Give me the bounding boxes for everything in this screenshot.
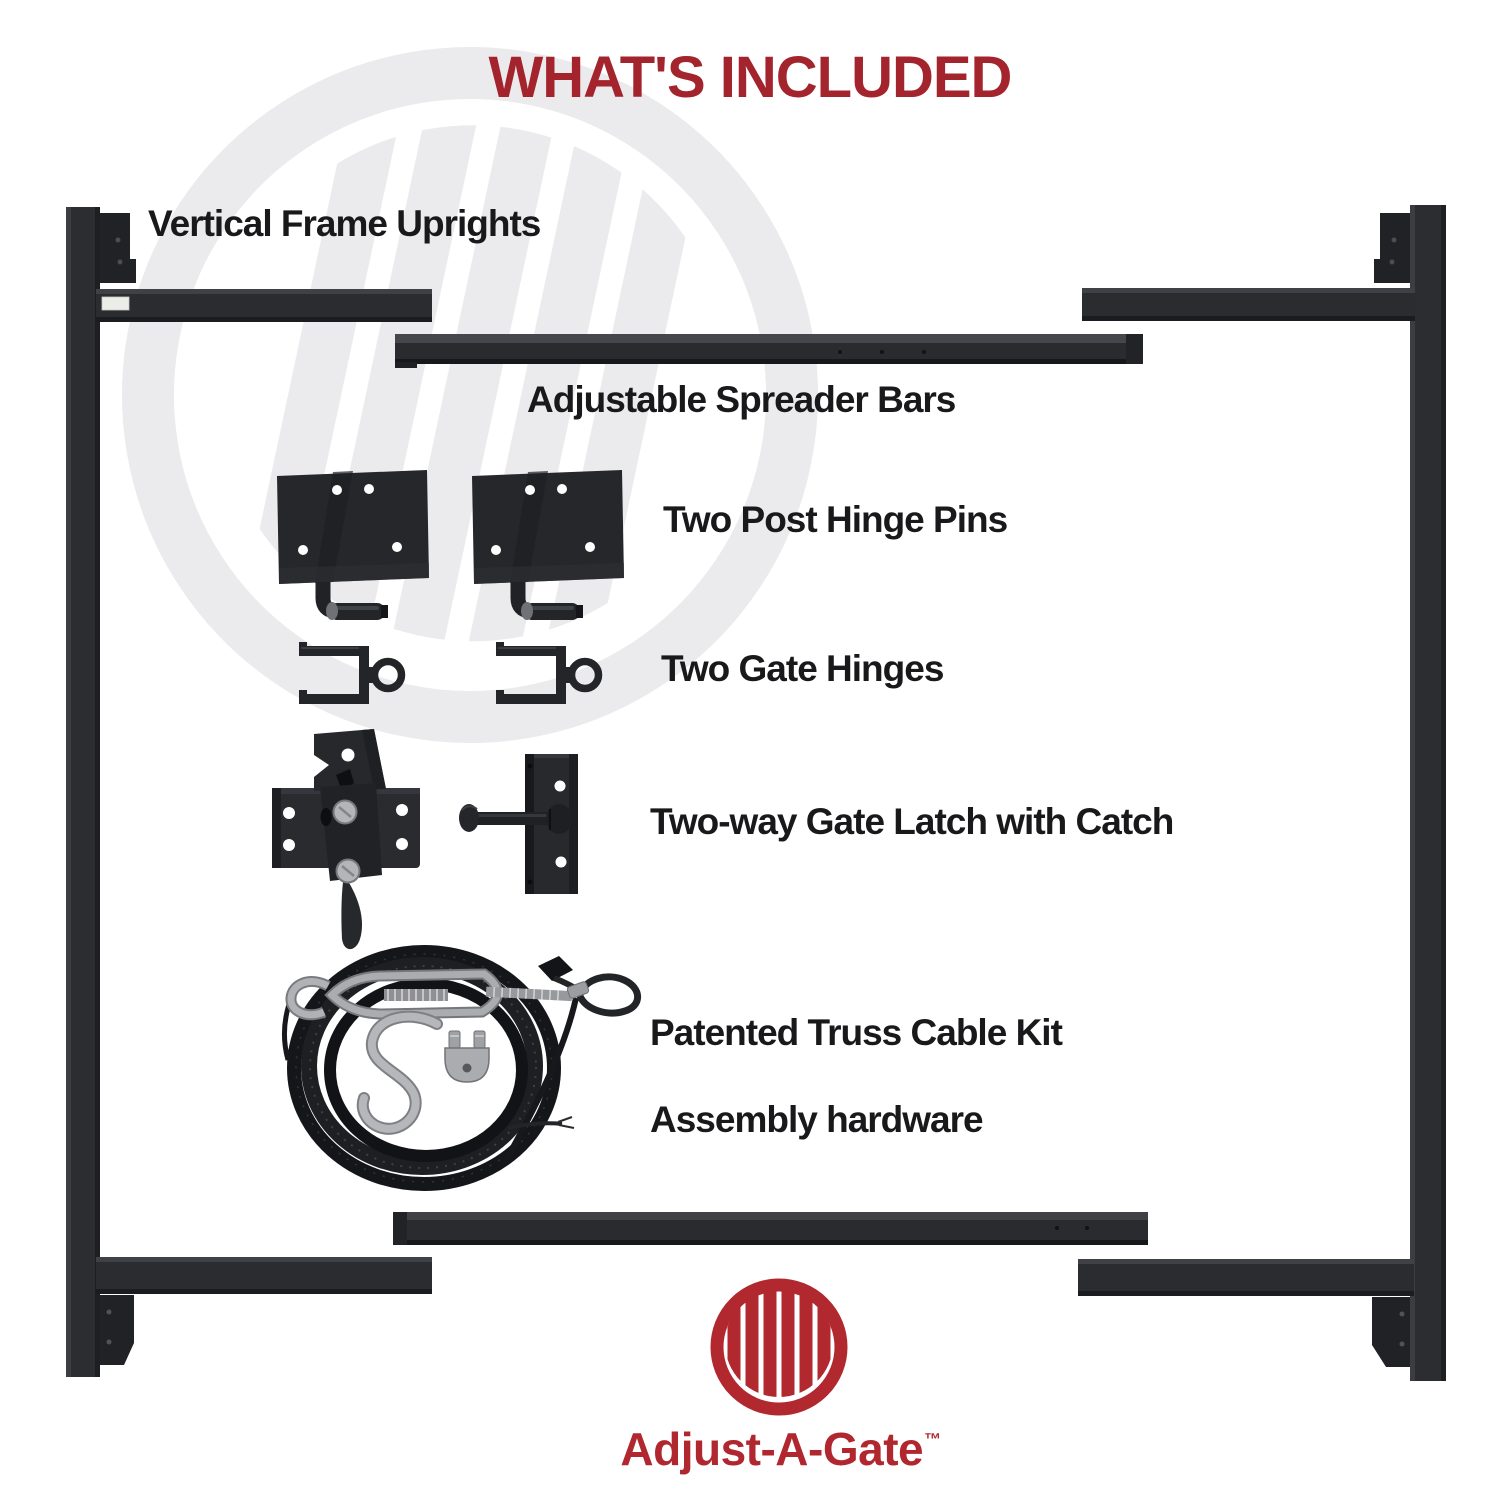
left-frame-upright-image bbox=[66, 207, 432, 1377]
frame-label-sticker bbox=[101, 296, 130, 311]
right-frame-upright-image bbox=[1078, 205, 1446, 1381]
right-top-hinge-bracket bbox=[1374, 213, 1410, 283]
gate-hinge-image bbox=[496, 642, 603, 704]
gate-latch-image bbox=[272, 729, 420, 950]
label-assembly-hardware: Assembly hardware bbox=[650, 1099, 984, 1140]
label-adjustable-spreader-bars: Adjustable Spreader Bars bbox=[527, 379, 956, 420]
brand-name: Adjust-A-Gate bbox=[620, 1423, 924, 1475]
label-two-post-hinge-pins: Two Post Hinge Pins bbox=[663, 499, 1008, 540]
brand-wordmark: Adjust-A-Gate™ bbox=[490, 1422, 1070, 1476]
left-top-hinge-bracket bbox=[100, 213, 136, 283]
label-two-gate-hinges: Two Gate Hinges bbox=[661, 648, 944, 689]
trademark-symbol: ™ bbox=[924, 1430, 941, 1449]
post-hinge-pin-image bbox=[472, 470, 624, 620]
bottom-spreader-bar-image bbox=[393, 1212, 1148, 1245]
page-title: WHAT'S INCLUDED bbox=[488, 45, 1013, 110]
label-vertical-frame-uprights: Vertical Frame Uprights bbox=[148, 203, 541, 244]
truss-cable-kit-image bbox=[282, 945, 642, 1191]
gate-hinge-image bbox=[299, 642, 406, 704]
left-bottom-hinge-bracket bbox=[100, 1295, 134, 1365]
right-bottom-hinge-bracket bbox=[1372, 1297, 1410, 1367]
brand-logo-icon bbox=[710, 1278, 848, 1416]
top-spreader-bar-image bbox=[395, 334, 1143, 368]
latch-catch-image bbox=[459, 754, 578, 894]
label-two-way-gate-latch: Two-way Gate Latch with Catch bbox=[650, 801, 1174, 842]
post-hinge-pin-image bbox=[277, 470, 429, 620]
label-patented-truss-cable-kit: Patented Truss Cable Kit bbox=[650, 1012, 1063, 1053]
